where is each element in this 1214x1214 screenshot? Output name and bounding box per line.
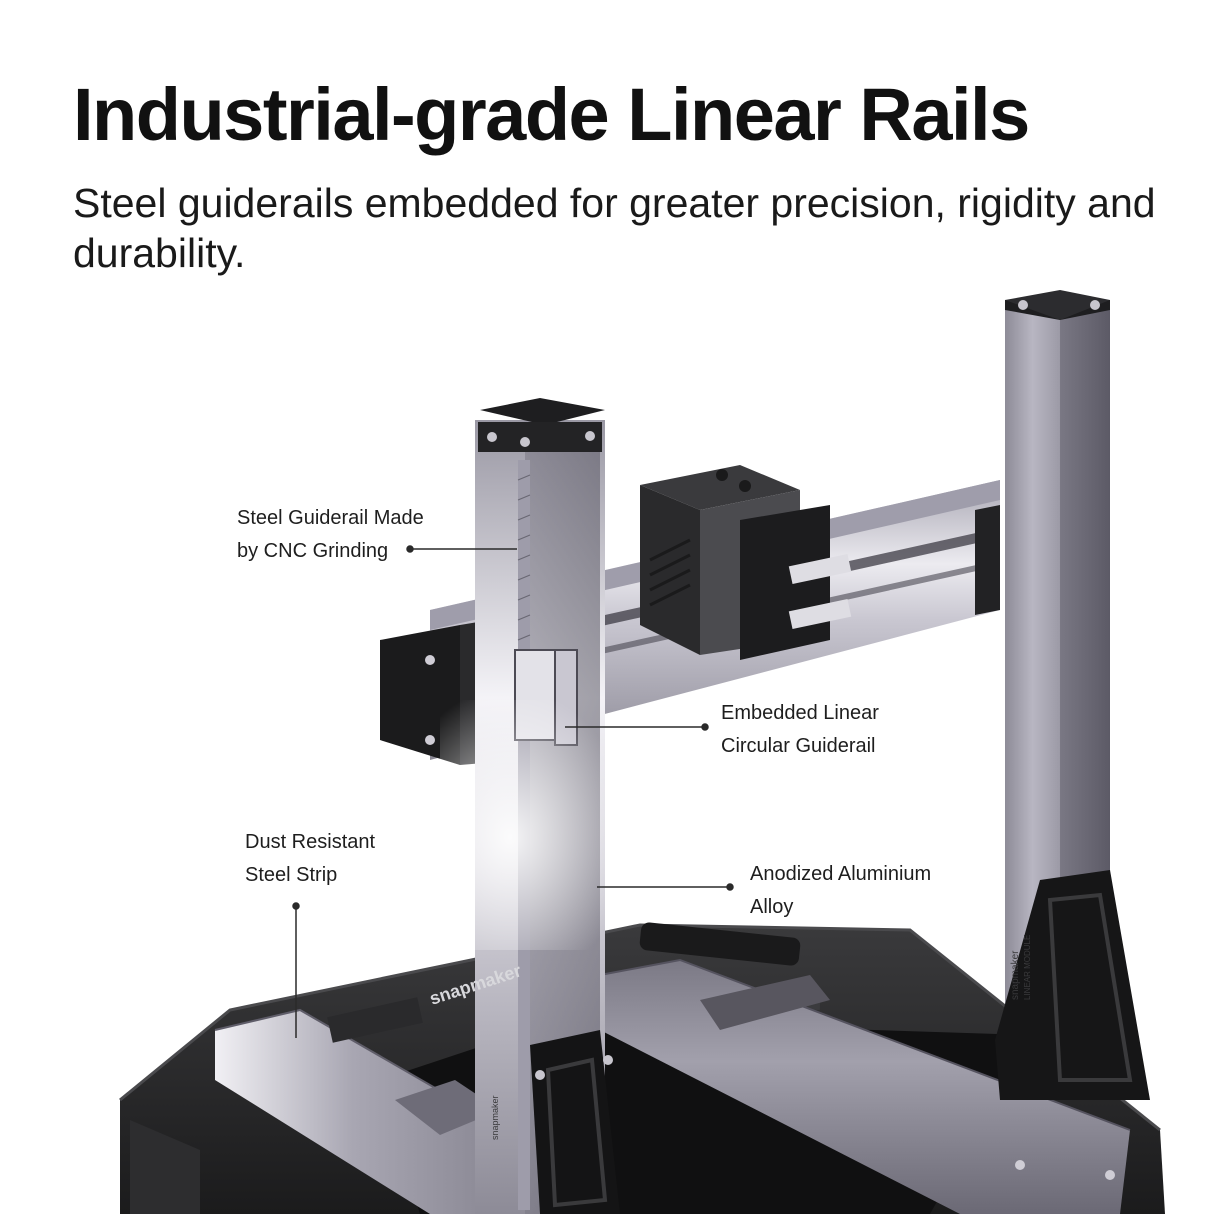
headline: Industrial-grade Linear Rails <box>73 73 1030 156</box>
leader-dot-alloy <box>726 883 734 891</box>
rear-right-column <box>995 290 1150 1100</box>
subheadline: Steel guiderails embedded for greater pr… <box>73 180 1156 276</box>
callout-cnc-guiderail: Steel Guiderail Made by CNC Grinding <box>237 507 424 562</box>
leader-lines <box>292 545 734 1038</box>
leader-dot-dust <box>292 902 300 910</box>
leader-dot-cnc <box>406 545 414 553</box>
brand-mark-rear: snapmaker <box>1010 950 1021 1000</box>
right-y-rail <box>599 958 1131 1214</box>
module-label-rear: LINEAR MODULE <box>1023 935 1032 1000</box>
callout-aluminium-alloy: Anodized Aluminium Alloy <box>750 863 932 918</box>
callout-dust-strip: Dust Resistant Steel Strip <box>245 831 376 886</box>
front-left-column <box>440 398 640 1214</box>
leader-dot-linear <box>701 723 709 731</box>
toolhead-module <box>640 465 852 660</box>
left-y-rail <box>214 997 561 1214</box>
callout-linear-guiderail: Embedded Linear Circular Guiderail <box>721 702 879 757</box>
brand-mark-front: snapmaker <box>490 1095 500 1140</box>
